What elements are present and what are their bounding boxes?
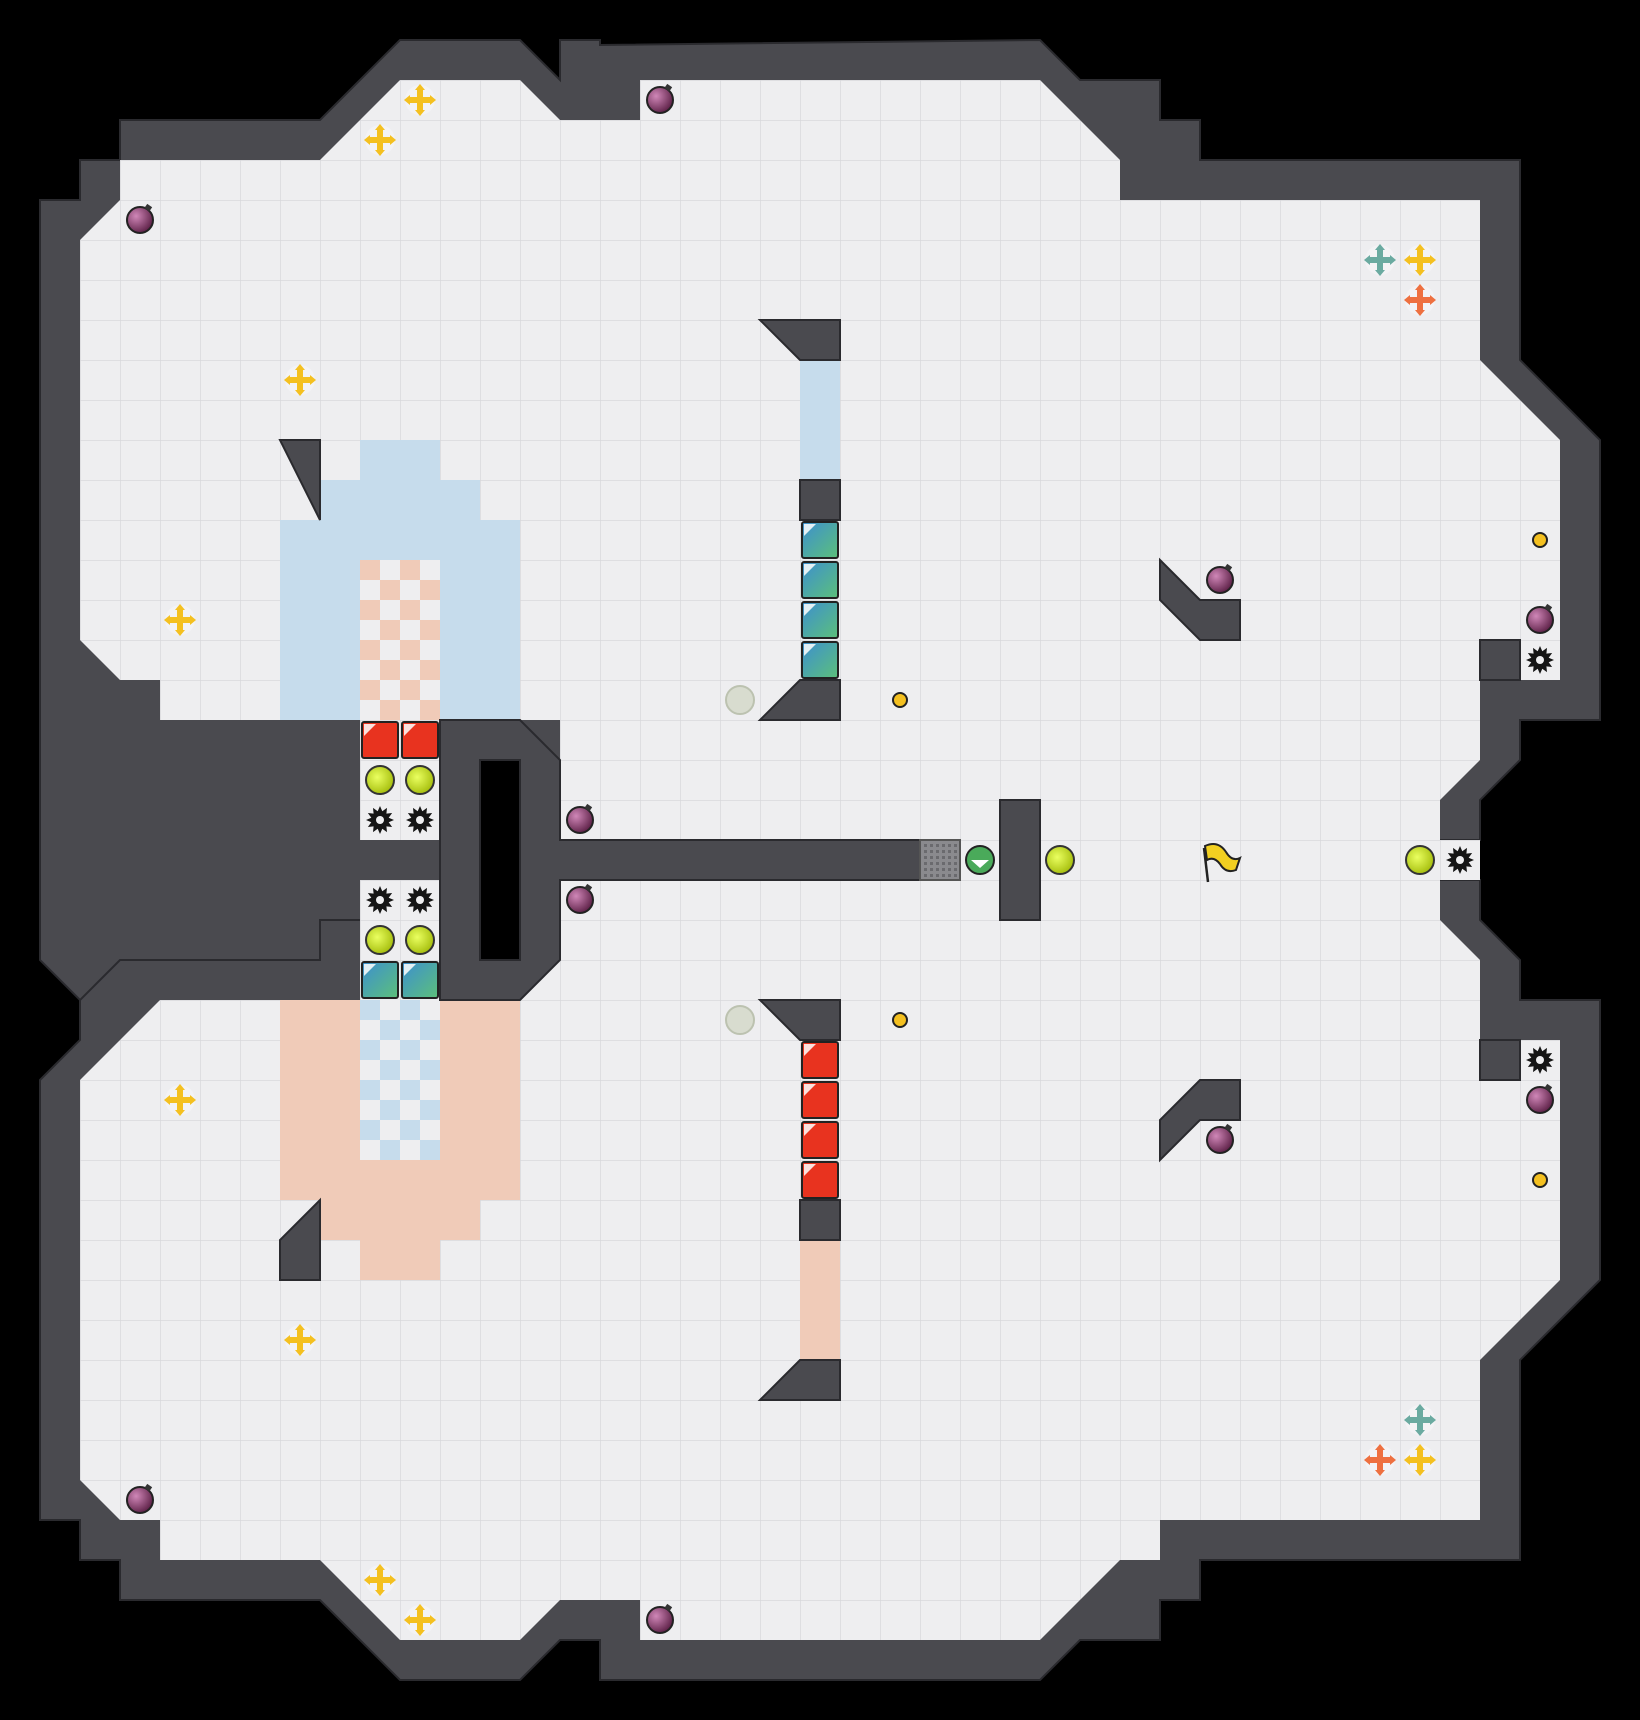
boost-icon <box>1045 845 1075 875</box>
bomb-icon <box>1206 563 1234 594</box>
blue-tile-icon <box>801 601 839 639</box>
boost-icon <box>365 925 395 955</box>
red-tile-icon <box>401 721 439 759</box>
powerup-icon <box>404 84 436 116</box>
team-zones <box>280 360 840 1360</box>
neutral-button-icon <box>1532 1172 1548 1188</box>
powerup-icon <box>364 124 396 156</box>
bomb-icon <box>566 803 594 834</box>
red-tile-icon <box>801 1161 839 1199</box>
flag-icon <box>1202 843 1242 883</box>
boost-icon <box>405 925 435 955</box>
powerup-icon <box>164 604 196 636</box>
internal-walls <box>278 319 1521 1401</box>
powerup-icon <box>404 1604 436 1636</box>
bomb-icon <box>1526 603 1554 634</box>
bomb-icon <box>126 1483 154 1514</box>
wall-left-wedge-top <box>278 439 321 521</box>
spike-icon <box>1446 846 1474 874</box>
red-tile-icon <box>361 721 399 759</box>
bomb-icon <box>1206 1123 1234 1154</box>
red-tile-icon <box>801 1081 839 1119</box>
gate-icon <box>919 839 961 881</box>
powerup-icon <box>1364 1444 1396 1476</box>
spike-icon <box>366 806 394 834</box>
boost-icon <box>405 765 435 795</box>
blue-tile-icon <box>801 561 839 599</box>
bomb-icon <box>566 883 594 914</box>
blue-checker-bottom <box>360 1000 440 1160</box>
blue-zone-mid <box>800 360 840 480</box>
powerup-icon <box>1404 1404 1436 1436</box>
blue-tile-icon <box>801 641 839 679</box>
wall-center-bar <box>999 799 1041 921</box>
wall-divider-bottom2 <box>757 1359 841 1401</box>
blue-tile-icon <box>401 961 439 999</box>
red-tile-icon <box>801 1041 839 1079</box>
spike-icon <box>1526 1046 1554 1074</box>
powerup-icon <box>1404 244 1436 276</box>
spike-icon <box>366 886 394 914</box>
neutral-button-icon <box>1532 532 1548 548</box>
wall-right-notch-bottom <box>1479 1039 1521 1081</box>
wall-divider-bottom-top <box>757 679 841 721</box>
wall-divider-block-top <box>799 479 841 521</box>
neutral-button-icon <box>892 692 908 708</box>
powerup-icon <box>364 1564 396 1596</box>
wall-left-wedge-bottom <box>279 1197 321 1281</box>
powerup-icon <box>284 1324 316 1356</box>
gate-button-icon <box>965 845 995 875</box>
bomb-icon <box>1526 1083 1554 1114</box>
wall-divider-block-bottom <box>799 1199 841 1241</box>
powerup-icon <box>1364 244 1396 276</box>
powerup-icon <box>1404 284 1436 316</box>
blue-tile-icon <box>801 521 839 559</box>
wall-divider-top2 <box>757 999 841 1041</box>
red-checker-top <box>360 560 440 720</box>
red-zone-mid <box>800 1240 840 1360</box>
spike-icon <box>406 806 434 834</box>
wall-center-void <box>479 759 521 961</box>
map-objects <box>126 83 1554 1636</box>
wall-right-notch-top <box>1479 639 1521 681</box>
powerup-icon <box>284 364 316 396</box>
wall-divider-top <box>757 319 841 361</box>
wall-right-wedge-top <box>1159 557 1241 641</box>
blue-tile-icon <box>361 961 399 999</box>
portal-icon <box>725 1005 755 1035</box>
red-tile-icon <box>801 1121 839 1159</box>
wall-right-wedge-bottom <box>1159 1079 1241 1163</box>
portal-icon <box>725 685 755 715</box>
boost-icon <box>365 765 395 795</box>
bomb-icon <box>646 83 674 114</box>
bomb-icon <box>646 1603 674 1634</box>
neutral-button-icon <box>892 1012 908 1028</box>
spike-icon <box>406 886 434 914</box>
powerup-icon <box>164 1084 196 1116</box>
boost-icon <box>1405 845 1435 875</box>
powerup-icon <box>1404 1444 1436 1476</box>
bomb-icon <box>126 203 154 234</box>
spike-icon <box>1526 646 1554 674</box>
